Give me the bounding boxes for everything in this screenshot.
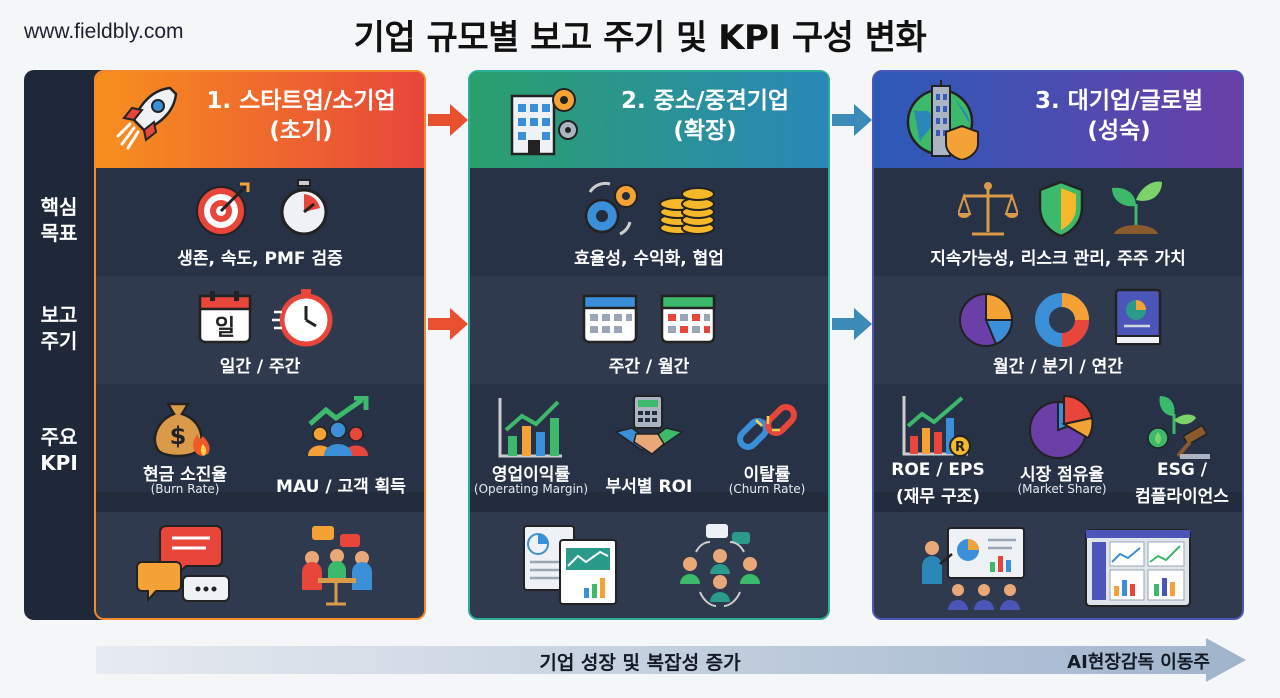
kpi-sub-sme-2: (Churn Rate) — [728, 482, 806, 496]
stage-panel-enterprise: 3. 대기업/글로벌 (성숙) 지속가능성, 리스크 관리, 주주 가치 월간 … — [872, 70, 1244, 620]
row-label-goal: 핵심 목표 — [40, 195, 78, 245]
kpi-label-enterprise-2: ESG / — [1157, 460, 1207, 480]
page-title: 기업 규모별 보고 주기 및 KPI 구성 변화 — [353, 18, 927, 58]
stopwatch-icon — [280, 179, 328, 236]
users-growth-icon — [308, 396, 369, 456]
roe-chart-icon: R — [902, 396, 971, 457]
cycle-text-enterprise: 월간 / 분기 / 연간 — [993, 357, 1123, 377]
stage-title-enterprise: 3. 대기업/글로벌 (성숙) — [1034, 88, 1204, 144]
dashboard-screen-icon — [1085, 529, 1191, 607]
calendar-week-icon — [582, 294, 638, 344]
reports-documents-icon — [523, 525, 617, 605]
growth-label: 기업 성장 및 복잡성 증가 — [539, 652, 741, 674]
growth-arrow-bar — [96, 638, 1246, 682]
timer-icon — [272, 289, 333, 347]
row-label-kpi: 주요 KPI — [40, 425, 78, 475]
arrow-right-icon — [832, 104, 872, 136]
calendar-icon: 일 — [198, 291, 252, 344]
rocket-icon — [116, 86, 178, 150]
author-credit: AI현장감독 이동주 — [1067, 652, 1210, 673]
kpi-label-enterprise-0: ROE / EPS — [891, 460, 985, 480]
goal-text-sme: 효율성, 수익화, 협업 — [574, 249, 724, 269]
stage-panel-startup: 1. 스타트업/소기업 (초기) 생존, 속도, PMF 검증 일 일간 / 주… — [94, 70, 426, 620]
cycle-text-sme: 주간 / 월간 — [608, 357, 690, 377]
team-network-icon — [680, 524, 760, 607]
kpi-label-sme-2: 이탈률 — [743, 465, 791, 485]
row-label-cycle: 보고 주기 — [40, 303, 78, 353]
kpi-label-sme-0: 영업이익률 — [491, 465, 571, 485]
kpi-sub-enterprise-2: 컴플라이언스 — [1135, 487, 1229, 507]
kpi-sub-sme-0: (Operating Margin) — [473, 482, 589, 496]
kpi-sub-enterprise-0: (재무 구조) — [895, 487, 981, 507]
pie-chart-icon-1 — [959, 292, 1014, 347]
chat-bubbles-icon — [136, 525, 230, 603]
calendar-month-icon — [660, 294, 716, 344]
kpi-sub-startup-0: (Burn Rate) — [150, 482, 220, 496]
kpi-label-enterprise-1: 시장 점유율 — [1019, 465, 1105, 485]
presentation-audience-icon — [922, 527, 1025, 610]
goal-text-startup: 생존, 속도, PMF 검증 — [177, 249, 343, 269]
broken-chain-icon — [737, 404, 797, 450]
donut-chart-icon — [1035, 293, 1089, 347]
cycle-text-startup: 일간 / 주간 — [219, 357, 301, 377]
shield-icon — [1038, 180, 1084, 238]
arrow-right-icon — [428, 308, 468, 340]
stage-panel-sme: 2. 중소/중견기업 (확장) 효율성, 수익화, 협업 주간 / 월간 — [468, 70, 830, 620]
svg-text:R: R — [955, 440, 965, 455]
kpi-label-startup-0: 현금 소진율 — [142, 465, 228, 485]
kpi-sub-enterprise-1: (Market Share) — [1017, 482, 1107, 496]
handshake-calculator-icon — [614, 395, 684, 455]
calendar-day-glyph: 일 — [215, 316, 235, 341]
target-icon — [196, 182, 250, 236]
team-meeting-icon — [302, 526, 372, 606]
arrow-right-icon — [832, 308, 872, 340]
stage-title-startup: 1. 스타트업/소기업 (초기) — [206, 88, 396, 144]
scales-icon — [958, 182, 1018, 236]
report-book-icon — [1114, 288, 1162, 346]
arrow-right-icon — [428, 104, 468, 136]
market-share-pie-icon — [1029, 394, 1094, 459]
money-bag-fire-icon: $ — [153, 402, 210, 458]
bar-chart-growth-icon — [498, 398, 562, 458]
site-url[interactable]: www.fieldbly.com — [24, 20, 184, 43]
stage-title-sme: 2. 중소/중견기업 (확장) — [620, 88, 790, 144]
coins-stack-icon — [659, 187, 715, 235]
kpi-label-sme-1: 부서별 ROI — [605, 477, 693, 497]
goal-text-enterprise: 지속가능성, 리스크 관리, 주주 가치 — [930, 249, 1186, 269]
esg-leaf-gavel-icon — [1147, 396, 1210, 459]
globe-skyscraper-shield-icon — [906, 80, 979, 160]
svg-text:$: $ — [170, 422, 187, 450]
building-gears-icon — [510, 88, 578, 156]
kpi-label-startup-1: MAU / 고객 획득 — [276, 477, 406, 497]
sprout-icon — [1112, 181, 1162, 234]
gears-cycle-icon — [584, 181, 638, 236]
